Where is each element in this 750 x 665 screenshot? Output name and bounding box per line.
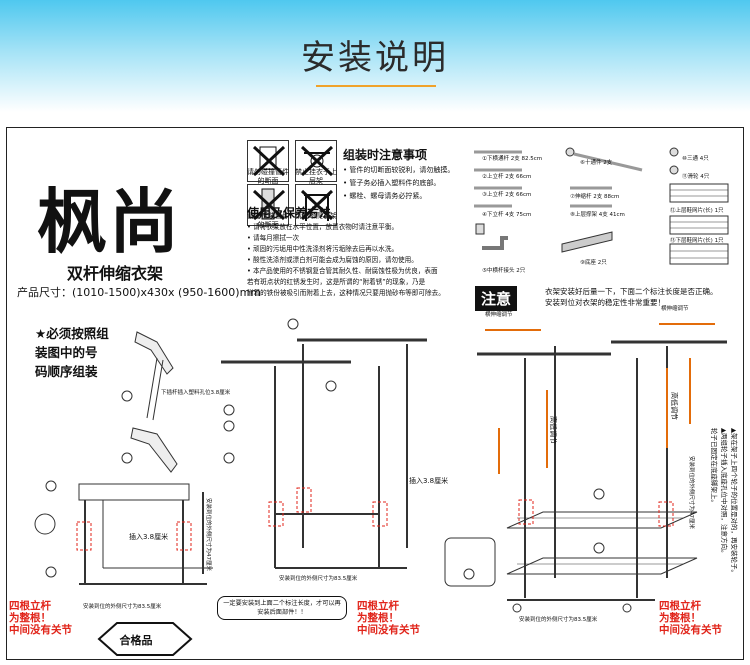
middle-frame-drawing <box>221 318 427 569</box>
title-underline <box>316 85 436 87</box>
instruction-line: 装图中的号 <box>35 345 98 360</box>
pole-warning-2: 四根立杆 为整根！ 中间没有关节 <box>357 600 420 636</box>
usage-item: 附着的铁份被吸引而附着上去，这种情况只要用抛砂布等即可除去。 <box>247 289 445 297</box>
warning-line: 为整根！ <box>357 612 399 624</box>
finished-rack-drawing <box>444 323 727 613</box>
assembly-note: • 管子务必插入塑料件的底部。 <box>343 179 441 187</box>
usage-list: • 请将衣架放在水平位置，放置衣物时请注意平衡。 • 请每月擦拭一次 • 顽固的… <box>247 222 445 299</box>
notice-tag: 注意 <box>475 286 518 311</box>
no-disassemble-icon <box>252 188 286 221</box>
warning-caption-4: 请勿攀爬衣架 <box>295 212 337 220</box>
part-label-9: ⑨底座 2只 <box>580 260 607 266</box>
notice-line: 衣架安装好后量一下，下面二个标注长度是否正确。 <box>545 287 718 296</box>
vertical-measure-b: 安装到位的外侧尺寸为47厘米 <box>688 456 694 529</box>
parts-list: ①下横通杆 2支 82.5cm ②上立杆 2支 66cm ③上立杆 2支 66c… <box>462 140 740 288</box>
measurement-label-c: 安装到位的外侧尺寸为83.5厘米 <box>519 617 598 623</box>
assembly-notes-title: 组装时注意事项 <box>343 148 428 162</box>
no-climb-icon <box>300 189 334 221</box>
warning-caption-1: 请勿碰撞管件的断面 <box>247 168 289 185</box>
warning-line: 四根立杆 <box>659 600 701 612</box>
assembly-notes-list: • 管件的切断面较锐利，请勿触摸。 • 管子务必插入塑料件的底部。 • 螺栓、螺… <box>343 164 454 203</box>
warning-line: 中间没有关节 <box>659 624 722 636</box>
warning-line: 为整根！ <box>9 612 51 624</box>
part-label-4: ④下立杆 4支 75cm <box>482 212 532 218</box>
part-label-3: ③上立杆 2支 66cm <box>482 192 532 198</box>
warning-line: 四根立杆 <box>9 600 51 612</box>
part-label-7: ⑦伸缩杆 2支 88cm <box>570 194 620 200</box>
qualified-badge: 合格品 <box>93 622 179 656</box>
insert-depth-label-b: 插入3.8厘米 <box>129 533 169 541</box>
usage-item: 若有斑点状的红锈发生时，这是所谓的“附着锈”的现象，乃是 <box>247 278 426 286</box>
insert-depth-label-c: 插入3.8厘米 <box>409 477 449 485</box>
notice-text: 衣架安装好后量一下，下面二个标注长度是否正确。 安装到位对衣架的稳定性非常重要！ <box>545 286 718 308</box>
usage-item: • 顽固的污垢用中性洗涤剂将污垢除去后再以水洗。 <box>247 245 399 253</box>
no-hang-icon <box>300 145 334 177</box>
vertical-measure-a: 安装到位的外侧尺寸为47厘米 <box>205 498 211 571</box>
warning-line: 中间没有关节 <box>9 624 72 636</box>
product-size: 产品尺寸：(1010-1500)x430x (950-1600)mm <box>17 286 262 299</box>
instruction-line: ★必须按照组 <box>35 326 109 341</box>
connector-detail-drawing <box>121 331 178 473</box>
assembly-callout: 一定要安装到上面二个标注长度，才可以再安装后面部件！！ <box>217 596 347 620</box>
stretch-label-left: 横伸缩调节 <box>485 312 513 318</box>
parts-drawings <box>474 147 729 265</box>
insert-depth-label-a: 下插杆插入塑料孔位3.8厘米 <box>161 390 231 396</box>
part-label-12: ⑫上层鞋网片(长) 1只 <box>670 208 724 214</box>
warning-icon-3 <box>247 184 289 226</box>
part-label-5: ⑤中横杆接头 2只 <box>482 268 526 274</box>
side-note-line: ▲两组轮子插入底座孔位中对照，注意方向。 <box>720 428 728 557</box>
warning-caption-3: 请勿拆装管件的断面 <box>247 212 289 229</box>
assembly-note: • 螺栓、螺母请务必拧紧。 <box>343 192 427 200</box>
part-label-2: ②上立杆 2支 66cm <box>482 174 532 180</box>
part-label-11: ⑪滑轮 4只 <box>682 174 710 180</box>
warning-icon-2 <box>295 140 337 182</box>
wheel-side-note: ▲架在架子上四个轮子的位置是对的，再安装轮子。 ▲两组轮子插入底座孔位中对照，注… <box>709 428 739 576</box>
usage-item: • 酸性洗涤剂或漂白剂可能会成为腐蚀的原因，请勿使用。 <box>247 256 418 264</box>
product-name: 双杆伸缩衣架 <box>67 264 164 283</box>
warning-caption-2: 禁止挂衣于上层架 <box>295 168 337 185</box>
brand-logo: 枫尚 <box>37 180 181 263</box>
assembly-instruction: ★必须按照组 装图中的号 码顺序组装 <box>35 324 109 381</box>
part-label-1: ①下横通杆 2支 82.5cm <box>482 156 543 162</box>
qualified-badge-shape <box>97 622 193 656</box>
page-title: 安装说明 <box>301 38 449 78</box>
warning-line: 为整根！ <box>659 612 701 624</box>
height-label-left: 高低调节 <box>549 416 557 444</box>
side-note-line: 轮子已固定在底座脚架上。 <box>710 428 718 506</box>
pole-warning-3: 四根立杆 为整根！ 中间没有关节 <box>659 600 722 636</box>
measurement-label-a: 安装到位的外侧尺寸为83.5厘米 <box>83 604 162 610</box>
usage-item: • 本产品使用的不锈钢复合管其耐久性、耐腐蚀性极为优良，表面 <box>247 267 438 275</box>
part-label-10: ⑩三通 4只 <box>682 156 709 162</box>
part-label-6: ⑥十通件 2支 <box>580 160 613 166</box>
height-label-right: 高低调节 <box>670 392 678 420</box>
warning-icon-1 <box>247 140 289 182</box>
side-note-line: ▲架在架子上四个轮子的位置是对的，再安装轮子。 <box>730 428 738 576</box>
instruction-line: 码顺序组装 <box>35 364 98 379</box>
usage-title: 使用及保养方法 <box>247 206 332 220</box>
assembly-note: • 管件的切断面较锐利，请勿触摸。 <box>343 166 455 174</box>
no-touch-icon <box>252 145 286 177</box>
part-label-8: ⑧上层撑架 4支 41cm <box>570 212 625 218</box>
measurement-label-b: 安装到位的外侧尺寸为83.5厘米 <box>279 576 358 582</box>
warning-line: 四根立杆 <box>357 600 399 612</box>
part-label-13: ⑬下层鞋网片(长) 1只 <box>670 238 724 244</box>
instruction-sheet: 枫尚 双杆伸缩衣架 产品尺寸：(1010-1500)x430x (950-160… <box>6 127 744 660</box>
header-banner: 安装说明 <box>0 0 750 112</box>
usage-item: • 请将衣架放在水平位置，放置衣物时请注意平衡。 <box>247 223 399 231</box>
assembly-diagrams <box>34 318 727 656</box>
badge-text: 合格品 <box>119 634 153 647</box>
base-frame-drawing <box>34 480 213 585</box>
warning-icon-4 <box>295 184 337 226</box>
usage-item: • 请每月擦拭一次 <box>247 234 300 242</box>
warning-line: 中间没有关节 <box>357 624 420 636</box>
notice-line: 安装到位对衣架的稳定性非常重要！ <box>545 298 665 307</box>
stretch-label-right: 横伸缩调节 <box>661 306 689 312</box>
pole-warning-1: 四根立杆 为整根！ 中间没有关节 <box>9 600 72 636</box>
